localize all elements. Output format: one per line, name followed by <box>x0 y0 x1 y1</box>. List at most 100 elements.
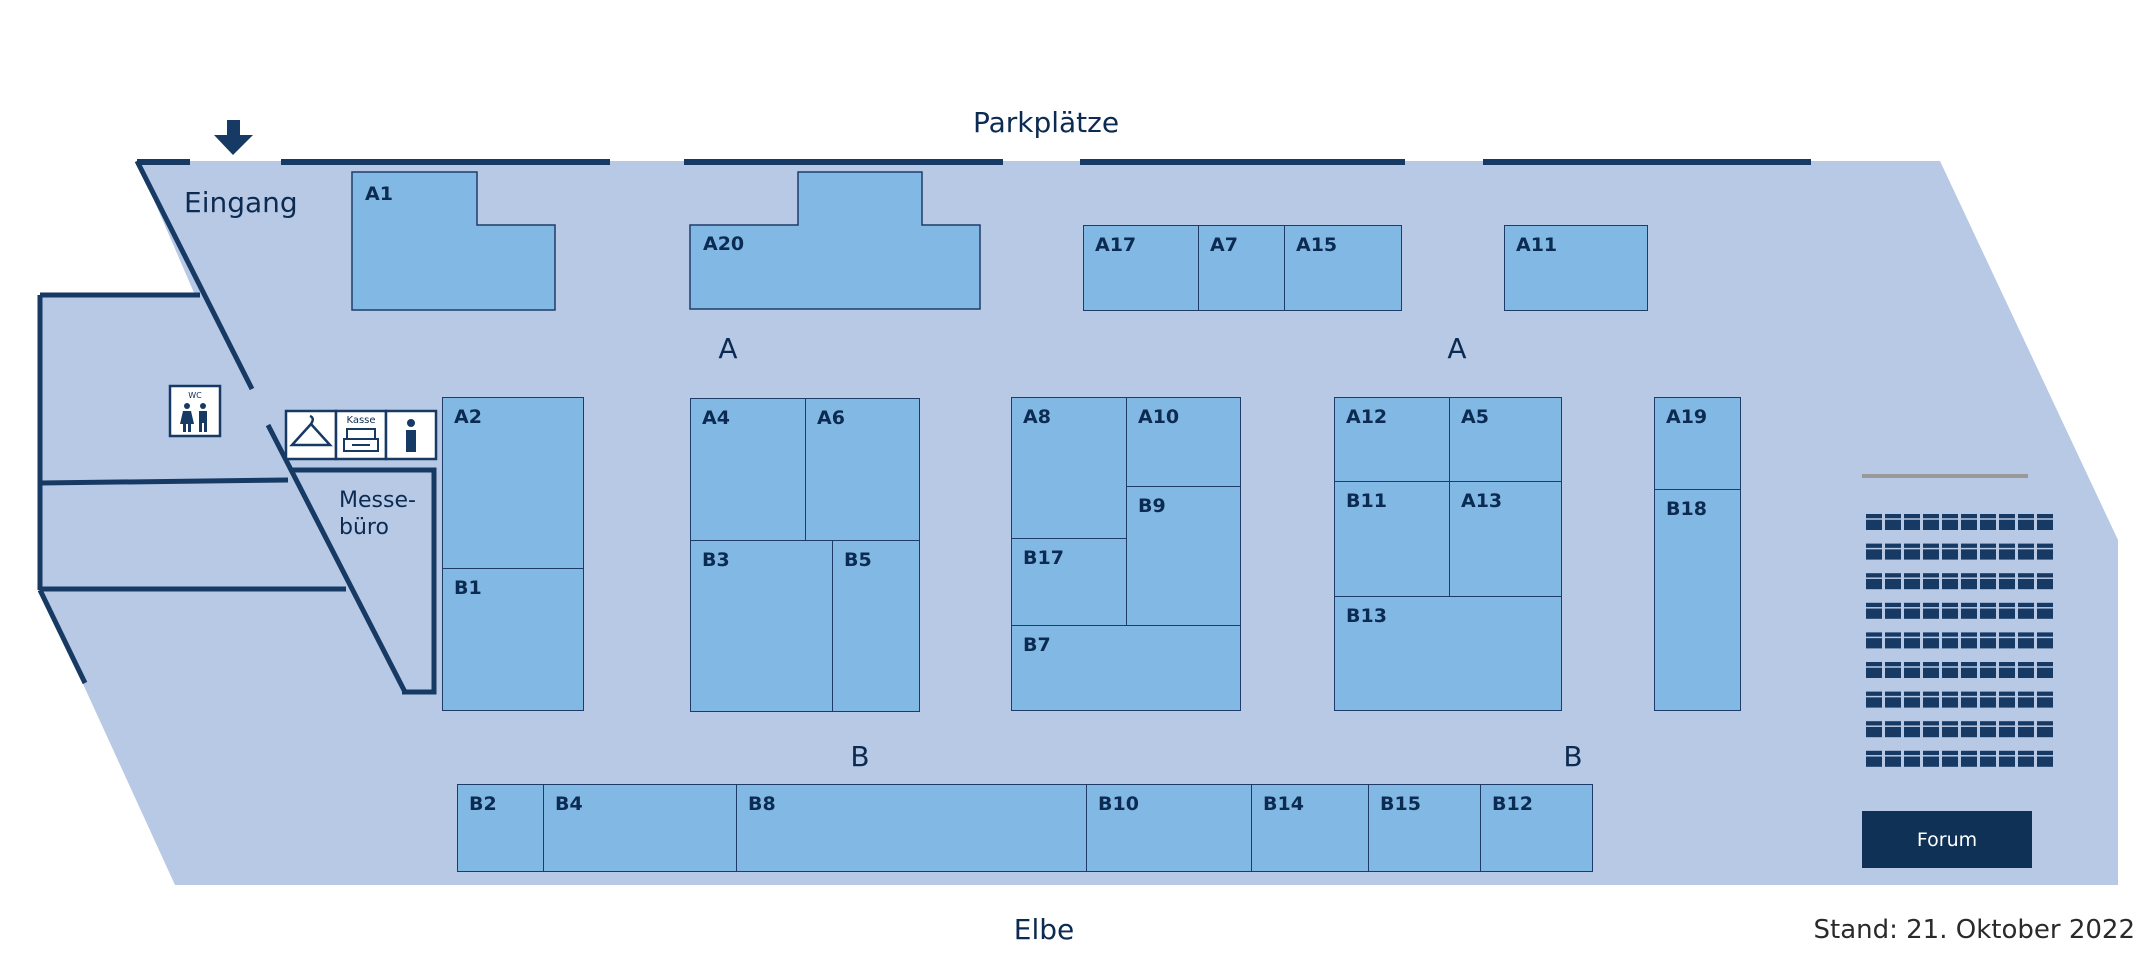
river-label: Elbe <box>1014 913 1074 946</box>
stand-label: A7 <box>1210 234 1238 256</box>
seat-icon <box>1961 602 1977 619</box>
stand-label: A20 <box>703 233 744 255</box>
stand-label: A2 <box>454 406 482 428</box>
seat-icon <box>2037 632 2053 649</box>
stand-label: A13 <box>1461 490 1503 512</box>
parking-label: Parkplätze <box>973 106 1119 139</box>
seat-icon <box>2037 691 2053 708</box>
seat-icon <box>1866 514 1882 530</box>
stand-B8[interactable]: B8 <box>736 784 1087 872</box>
stand-label: A5 <box>1461 406 1489 428</box>
seat-icon <box>1999 602 2015 619</box>
stand-A20[interactable] <box>689 171 981 310</box>
seat-icon <box>1942 662 1958 678</box>
stand-B17[interactable]: B17 <box>1011 538 1127 626</box>
wardrobe-icon <box>284 409 338 461</box>
info-icon <box>384 409 438 461</box>
stand-A17[interactable]: A17 <box>1083 225 1199 311</box>
aisle-label: B <box>1563 740 1582 773</box>
seat-icon <box>1961 691 1977 708</box>
seat-icon <box>1904 514 1920 530</box>
stand-B7[interactable]: B7 <box>1011 625 1241 711</box>
stand-B13[interactable]: B13 <box>1334 596 1562 711</box>
stand-A4[interactable]: A4 <box>690 398 806 541</box>
stand-A7[interactable]: A7 <box>1198 225 1285 311</box>
stand-B11[interactable]: B11 <box>1334 481 1450 597</box>
seat-icon <box>1980 543 1996 560</box>
seat-icon <box>1980 573 1996 590</box>
stand-A1[interactable] <box>351 171 556 311</box>
stand-A15[interactable]: A15 <box>1284 225 1402 311</box>
seat-icon <box>2018 750 2034 767</box>
seat-icon <box>1866 543 1882 560</box>
seat-icon <box>1885 573 1901 590</box>
stand-B2[interactable]: B2 <box>457 784 544 872</box>
stand-A11[interactable]: A11 <box>1504 225 1648 311</box>
wc-label: WC <box>188 391 202 400</box>
stand-B5[interactable]: B5 <box>832 540 920 712</box>
stand-B10[interactable]: B10 <box>1086 784 1252 872</box>
seat-icon <box>1885 750 1901 767</box>
seat-icon <box>2037 721 2053 738</box>
seat-icon <box>1923 662 1939 678</box>
stand-B1[interactable]: B1 <box>442 568 584 711</box>
seat-icon <box>1904 691 1920 708</box>
seat-icon <box>1866 632 1882 649</box>
stand-A6[interactable]: A6 <box>805 398 920 541</box>
seat-icon <box>1942 543 1958 560</box>
stand-label: B5 <box>844 549 872 571</box>
stand-A13[interactable]: A13 <box>1449 481 1562 597</box>
stand-label: B9 <box>1138 495 1166 517</box>
stand-label: B3 <box>702 549 730 571</box>
seat-icon <box>1999 691 2015 708</box>
seat-icon <box>2018 514 2034 530</box>
seat-icon <box>1980 750 1996 767</box>
seat-icon <box>1885 691 1901 708</box>
seat-icon <box>1999 573 2015 590</box>
seat-icon <box>1904 662 1920 678</box>
seat-icon <box>1980 602 1996 619</box>
seat-icon <box>1885 514 1901 530</box>
seat-icon <box>1885 602 1901 619</box>
seat-icon <box>1866 750 1882 767</box>
seat-icon <box>1885 721 1901 738</box>
stand-label: A4 <box>702 407 730 429</box>
stand-B3[interactable]: B3 <box>690 540 833 712</box>
seat-icon <box>1904 750 1920 767</box>
seat-icon <box>1923 514 1939 530</box>
stand-label: A1 <box>365 183 393 205</box>
stand-label: A17 <box>1095 234 1137 256</box>
seat-icon <box>1923 632 1939 649</box>
stand-label: B1 <box>454 577 482 599</box>
seat-icon <box>1923 543 1939 560</box>
stand-B4[interactable]: B4 <box>543 784 737 872</box>
stand-A10[interactable]: A10 <box>1126 397 1241 487</box>
stand-A5[interactable]: A5 <box>1449 397 1562 482</box>
stand-A19[interactable]: A19 <box>1654 397 1741 490</box>
seat-icon <box>1999 514 2015 530</box>
seat-icon <box>1980 691 1996 708</box>
forum-button[interactable]: Forum <box>1862 811 2032 868</box>
seat-icon <box>2018 691 2034 708</box>
stand-B12[interactable]: B12 <box>1480 784 1593 872</box>
seat-icon <box>2018 602 2034 619</box>
seat-icon <box>1942 632 1958 649</box>
seat-icon <box>1980 721 1996 738</box>
aisle-label: A <box>1447 332 1466 365</box>
stand-label: B15 <box>1380 793 1421 815</box>
stand-B14[interactable]: B14 <box>1251 784 1369 872</box>
seat-icon <box>2018 573 2034 590</box>
seat-icon <box>2037 602 2053 619</box>
seat-icon <box>1904 632 1920 649</box>
seat-icon <box>1866 602 1882 619</box>
stand-label: B18 <box>1666 498 1707 520</box>
stand-B9[interactable]: B9 <box>1126 486 1241 626</box>
stand-A12[interactable]: A12 <box>1334 397 1450 482</box>
stand-A2[interactable]: A2 <box>442 397 584 569</box>
stand-A8[interactable]: A8 <box>1011 397 1127 539</box>
stand-label: B8 <box>748 793 776 815</box>
stand-B18[interactable]: B18 <box>1654 489 1741 711</box>
stand-B15[interactable]: B15 <box>1368 784 1481 872</box>
seat-icon <box>1866 721 1882 738</box>
seat-icon <box>1961 750 1977 767</box>
